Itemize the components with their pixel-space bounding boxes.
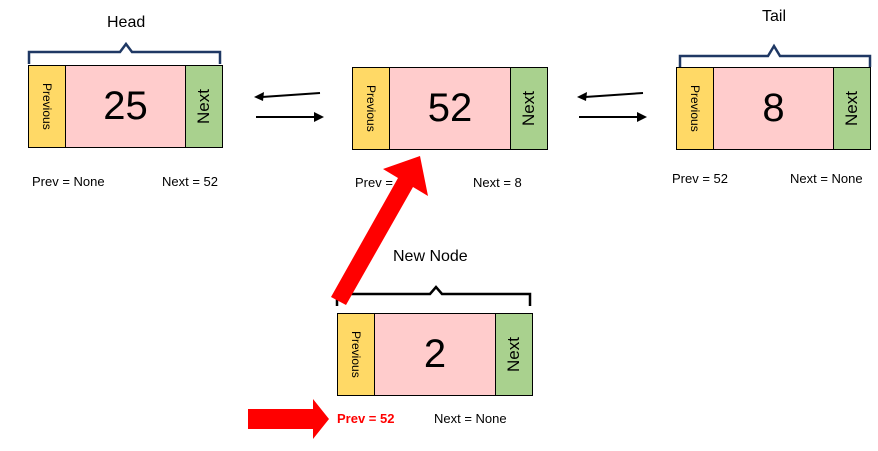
arrow-back-tail-to-middle <box>584 92 644 98</box>
middle-value: 52 <box>390 68 510 149</box>
middle-next-label: Next <box>519 91 538 126</box>
new-node: Previous 2 Next <box>337 313 533 396</box>
head-prev-cell: Previous <box>29 66 66 147</box>
tail-prev-pointer: Prev = 52 <box>672 171 729 186</box>
head-node: Previous 25 Next <box>28 65 223 148</box>
new-value: 2 <box>375 314 495 395</box>
tail-brace <box>678 43 872 67</box>
head-brace <box>27 41 222 64</box>
middle-next-cell: Next <box>510 68 547 149</box>
head-next-pointer: Next = 52 <box>162 174 219 189</box>
tail-prev-cell: Previous <box>677 68 714 149</box>
middle-prev-pointer: Prev = 25 <box>355 175 412 190</box>
middle-next-pointer: Next = 8 <box>473 175 522 190</box>
tail-next-pointer: Next = None <box>790 171 863 186</box>
tail-next-label: Next <box>842 91 861 126</box>
tail-node: Previous 8 Next <box>676 67 871 150</box>
new-prev-cell: Previous <box>338 314 375 395</box>
new-prev-label: Previous <box>349 331 363 378</box>
arrowhead-back-1 <box>254 92 264 101</box>
new-next-label: Next <box>504 337 523 372</box>
new-node-brace <box>335 285 532 306</box>
tail-title: Tail <box>762 8 787 25</box>
tail-value: 8 <box>714 68 833 149</box>
new-next-pointer: Next = None <box>434 411 507 426</box>
head-prev-pointer: Prev = None <box>32 174 105 189</box>
head-next-label: Next <box>194 89 213 124</box>
middle-prev-label: Previous <box>364 85 378 132</box>
tail-next-cell: Next <box>833 68 870 149</box>
middle-prev-cell: Previous <box>353 68 390 149</box>
new-node-title: New Node <box>393 248 468 265</box>
head-next-cell: Next <box>185 66 222 147</box>
arrowhead-forward-1 <box>314 112 324 122</box>
new-next-cell: Next <box>495 314 532 395</box>
arrow-back-middle-to-head <box>261 92 321 98</box>
arrowhead-back-2 <box>577 92 587 101</box>
arrowhead-forward-2 <box>637 112 647 122</box>
new-prev-pointer: Prev = 52 <box>337 411 395 426</box>
head-value: 25 <box>66 66 185 147</box>
tail-prev-label: Previous <box>688 85 702 132</box>
head-prev-label: Previous <box>40 83 54 130</box>
head-title: Head <box>107 14 146 31</box>
middle-node: Previous 52 Next <box>352 67 548 150</box>
